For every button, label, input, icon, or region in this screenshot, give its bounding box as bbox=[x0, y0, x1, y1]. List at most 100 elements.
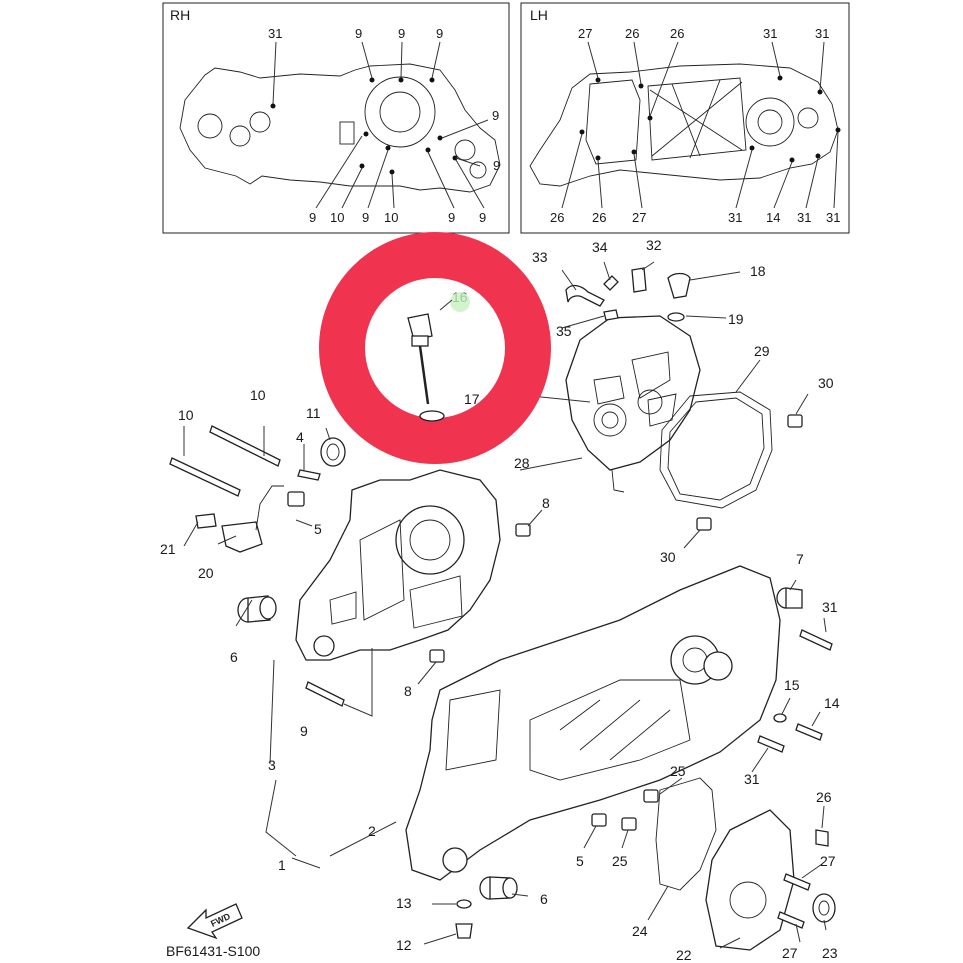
callout-10: 10 bbox=[178, 407, 194, 423]
inset-rh-title: RH bbox=[170, 7, 190, 23]
highlight-ring bbox=[319, 232, 551, 464]
bolt bbox=[305, 681, 345, 707]
bushing bbox=[237, 595, 277, 623]
bracket-wire bbox=[255, 485, 284, 531]
hose bbox=[565, 284, 605, 307]
callout-27: 27 bbox=[820, 853, 836, 869]
washer bbox=[773, 713, 787, 723]
callout-23: 23 bbox=[822, 945, 838, 961]
inset-lh-label: 26 bbox=[550, 210, 564, 225]
inset-lh-label: 26 bbox=[670, 26, 684, 41]
inset-rh-label: 10 bbox=[330, 210, 344, 225]
callout-3: 3 bbox=[268, 757, 276, 773]
callout-14: 14 bbox=[824, 695, 840, 711]
inset-lh-label: 27 bbox=[578, 26, 592, 41]
breather-elbow bbox=[667, 272, 691, 299]
inset-rh-label: 31 bbox=[268, 26, 282, 41]
gasket bbox=[659, 391, 773, 509]
callout-35: 35 bbox=[556, 323, 572, 339]
inset-rh-label: 9 bbox=[493, 158, 500, 173]
dowel bbox=[621, 817, 637, 831]
inset-lh-label: 27 bbox=[632, 210, 646, 225]
inset-lh-label: 31 bbox=[797, 210, 811, 225]
callout-24: 24 bbox=[632, 923, 648, 939]
bolt bbox=[783, 873, 811, 891]
washer bbox=[456, 899, 472, 909]
callout-8: 8 bbox=[542, 495, 550, 511]
callout-32: 32 bbox=[646, 237, 662, 253]
dowel bbox=[515, 523, 531, 537]
fwd-arrow: FWD bbox=[186, 903, 243, 940]
diagram-code: BF61431-S100 bbox=[166, 943, 260, 959]
inset-lh-label: 31 bbox=[826, 210, 840, 225]
callouts: 1 2 3 4 5 5 6 6 7 8 8 9 10 10 11 12 13 1… bbox=[160, 237, 840, 963]
callout-12: 12 bbox=[396, 937, 412, 953]
callout-18: 18 bbox=[750, 263, 766, 279]
callout-30: 30 bbox=[818, 375, 834, 391]
inset-lh-title: LH bbox=[530, 7, 548, 23]
inset-lh-label: 14 bbox=[766, 210, 780, 225]
callout-34: 34 bbox=[592, 239, 608, 255]
dowel bbox=[643, 789, 659, 803]
oil-seal bbox=[320, 437, 346, 467]
oil-pump-cover bbox=[565, 315, 701, 493]
inset-rh-label: 10 bbox=[384, 210, 398, 225]
clip bbox=[603, 275, 619, 291]
callout-27: 27 bbox=[782, 945, 798, 961]
inset-rh-label: 9 bbox=[436, 26, 443, 41]
bracket bbox=[221, 521, 263, 553]
bolt bbox=[815, 829, 829, 847]
crankcase-right bbox=[295, 469, 501, 661]
callout-29: 29 bbox=[754, 343, 770, 359]
bushing bbox=[479, 876, 518, 900]
o-ring bbox=[419, 410, 445, 422]
callout-7: 7 bbox=[796, 551, 804, 567]
small-bolt bbox=[603, 309, 619, 321]
crankcase-left bbox=[405, 565, 781, 881]
inset-lh-label: 31 bbox=[815, 26, 829, 41]
bolt bbox=[777, 911, 805, 929]
callout-6: 6 bbox=[540, 891, 548, 907]
gasket bbox=[655, 777, 717, 891]
inset-rh-label: 9 bbox=[448, 210, 455, 225]
callout-31: 31 bbox=[822, 599, 838, 615]
inset-lh-label: 26 bbox=[592, 210, 606, 225]
callout-6: 6 bbox=[230, 649, 238, 665]
dowel bbox=[287, 491, 305, 507]
inset-rh-label: 9 bbox=[492, 108, 499, 123]
inset-lh-label: 31 bbox=[728, 210, 742, 225]
callout-19: 19 bbox=[728, 311, 744, 327]
long-bolt bbox=[169, 457, 241, 497]
callout-20: 20 bbox=[198, 565, 214, 581]
o-ring bbox=[667, 312, 685, 322]
bolt bbox=[795, 723, 823, 741]
dowel-pin bbox=[787, 414, 803, 428]
inset-rh-label: 9 bbox=[309, 210, 316, 225]
clutch-cover bbox=[705, 809, 795, 951]
inset-rh: RH 31 9 9 9 9 9 9 10 9 10 9 9 bbox=[162, 2, 510, 234]
inset-rh-label: 9 bbox=[355, 26, 362, 41]
callout-28: 28 bbox=[514, 455, 530, 471]
inset-lh: LH 27 26 26 31 31 26 26 27 31 14 31 31 bbox=[520, 2, 850, 234]
callout-21: 21 bbox=[160, 541, 176, 557]
dowel-pin bbox=[696, 517, 712, 531]
drain-bolt bbox=[455, 923, 473, 939]
inset-rh-label: 9 bbox=[479, 210, 486, 225]
callout-22: 22 bbox=[676, 947, 692, 963]
pin bbox=[297, 469, 321, 481]
callout-26: 26 bbox=[816, 789, 832, 805]
bolt bbox=[757, 735, 785, 753]
callout-11: 11 bbox=[306, 405, 321, 421]
leader-lines bbox=[183, 261, 827, 949]
callout-8: 8 bbox=[404, 683, 412, 699]
inset-rh-label: 9 bbox=[398, 26, 405, 41]
callout-31: 31 bbox=[744, 771, 760, 787]
dipstick bbox=[407, 292, 470, 405]
dowel bbox=[591, 813, 607, 827]
small-bolt bbox=[195, 513, 217, 529]
long-bolt bbox=[209, 425, 281, 467]
fitting bbox=[631, 267, 647, 293]
callout-25: 25 bbox=[670, 763, 686, 779]
callout-2: 2 bbox=[368, 823, 376, 839]
dowel bbox=[429, 649, 445, 663]
